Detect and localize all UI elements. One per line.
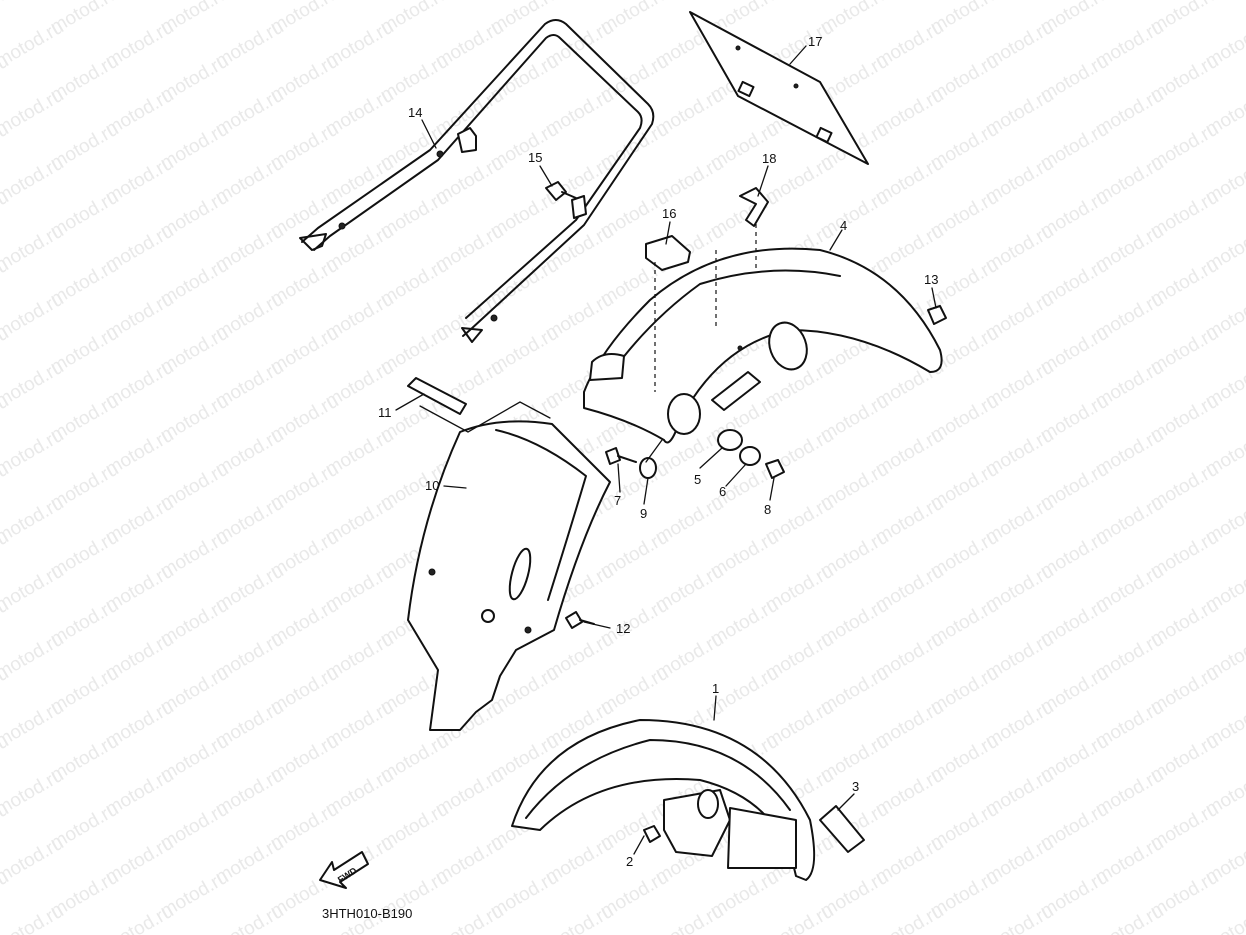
watermark-text: motod.ru <box>0 493 67 549</box>
watermark-text: motod.ru <box>1092 901 1167 935</box>
watermark-text: motod.ru <box>872 901 947 935</box>
part-bolt-12 <box>565 611 595 629</box>
watermark-text: motod.ru <box>0 153 67 209</box>
watermark-text: motod.ru <box>652 901 727 935</box>
watermark-text: motod.ru <box>0 629 67 685</box>
callout-16: 16 <box>662 206 676 221</box>
watermark-text: motod.ru <box>1202 901 1246 935</box>
part-inner-fender <box>407 420 611 731</box>
part-license-bracket <box>689 11 869 165</box>
callout-9: 9 <box>640 506 647 521</box>
watermark-text: motod.ru <box>0 17 67 73</box>
part-reflector-3 <box>819 805 865 853</box>
part-bolt-15 <box>545 181 577 201</box>
watermark-text: motod.ru <box>982 901 1057 935</box>
part-rear-fender <box>583 247 943 444</box>
leader-lines <box>395 45 937 855</box>
callout-17: 17 <box>808 34 822 49</box>
callout-15: 15 <box>528 150 542 165</box>
diagram-code: 3HTH010-B190 <box>322 906 412 921</box>
callout-12: 12 <box>616 621 630 636</box>
watermark-text: motod.ru <box>0 85 67 141</box>
watermark-text: motod.ru <box>0 289 67 345</box>
callout-4: 4 <box>840 218 847 233</box>
callout-3: 3 <box>852 779 859 794</box>
watermark-text: motod.ru <box>0 561 67 617</box>
watermark-text: motod.ru <box>762 901 837 935</box>
watermark-text: motod.ru <box>0 765 67 821</box>
part-hardware-5-6-8 <box>717 429 785 479</box>
watermark-text: motod.ru <box>0 697 67 753</box>
watermark-text: motod.ru <box>212 901 287 935</box>
callout-6: 6 <box>719 484 726 499</box>
assembly-lines <box>419 224 757 463</box>
callout-13: 13 <box>924 272 938 287</box>
callout-14: 14 <box>408 105 422 120</box>
watermark-text: motod.ru <box>0 425 67 481</box>
part-hardware-7-9 <box>605 447 657 479</box>
part-clip-18 <box>739 187 769 227</box>
callout-11: 11 <box>378 405 392 420</box>
callout-5: 5 <box>694 472 701 487</box>
callout-2: 2 <box>626 854 633 869</box>
part-front-fender <box>511 719 816 881</box>
watermark-text: motod.ru <box>542 901 617 935</box>
callout-1: 1 <box>712 681 719 696</box>
callout-8: 8 <box>764 502 771 517</box>
callout-7: 7 <box>614 493 621 508</box>
part-rubber-11 <box>407 377 467 415</box>
callout-labels: 14 15 17 18 16 4 13 11 10 5 6 7 9 8 12 1… <box>378 34 938 869</box>
callout-18: 18 <box>762 151 776 166</box>
part-grab-rail <box>299 19 655 343</box>
watermark-text: motod.ru <box>0 221 67 277</box>
watermark-text: motod.ru <box>0 357 67 413</box>
watermark-text: motod.ru <box>102 901 177 935</box>
watermark-text: motod.ru <box>0 901 67 935</box>
callout-10: 10 <box>425 478 439 493</box>
part-clip-16 <box>645 235 691 271</box>
watermark-text: motod.ru <box>0 833 67 889</box>
watermark-text: motod.ru <box>432 901 507 935</box>
watermark-text: motod.ru <box>0 0 12 38</box>
part-bolt-2 <box>643 825 661 843</box>
